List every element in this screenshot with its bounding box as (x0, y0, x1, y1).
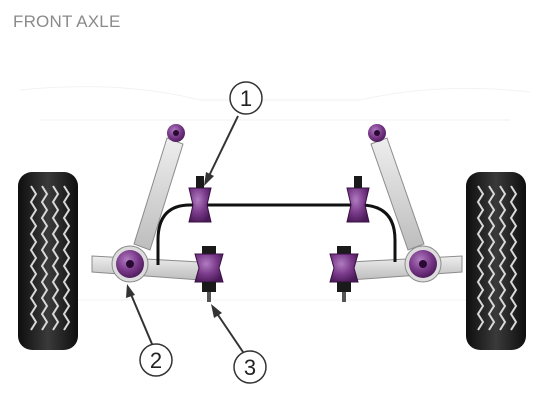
right-subframe-mount (329, 246, 359, 302)
right-wishbone-bush (404, 245, 442, 283)
right-anti-roll-bar-bush (346, 176, 370, 223)
callout-3-number: 3 (244, 355, 256, 380)
left-wishbone-bush (111, 245, 149, 283)
right-strut (368, 124, 425, 251)
body-silhouette (19, 86, 531, 301)
left-anti-roll-bar-bush (188, 176, 212, 223)
left-strut (133, 124, 185, 251)
right-tyre (466, 172, 526, 350)
left-tyre (18, 172, 78, 350)
callout-3: 3 (211, 304, 267, 384)
callout-2: 2 (126, 284, 173, 377)
diagram-title: FRONT AXLE (13, 12, 121, 31)
callout-1-number: 1 (240, 86, 252, 111)
anti-roll-bar (156, 203, 397, 265)
left-subframe-mount (194, 246, 224, 302)
callout-1: 1 (204, 81, 263, 186)
callout-2-number: 2 (150, 348, 162, 373)
